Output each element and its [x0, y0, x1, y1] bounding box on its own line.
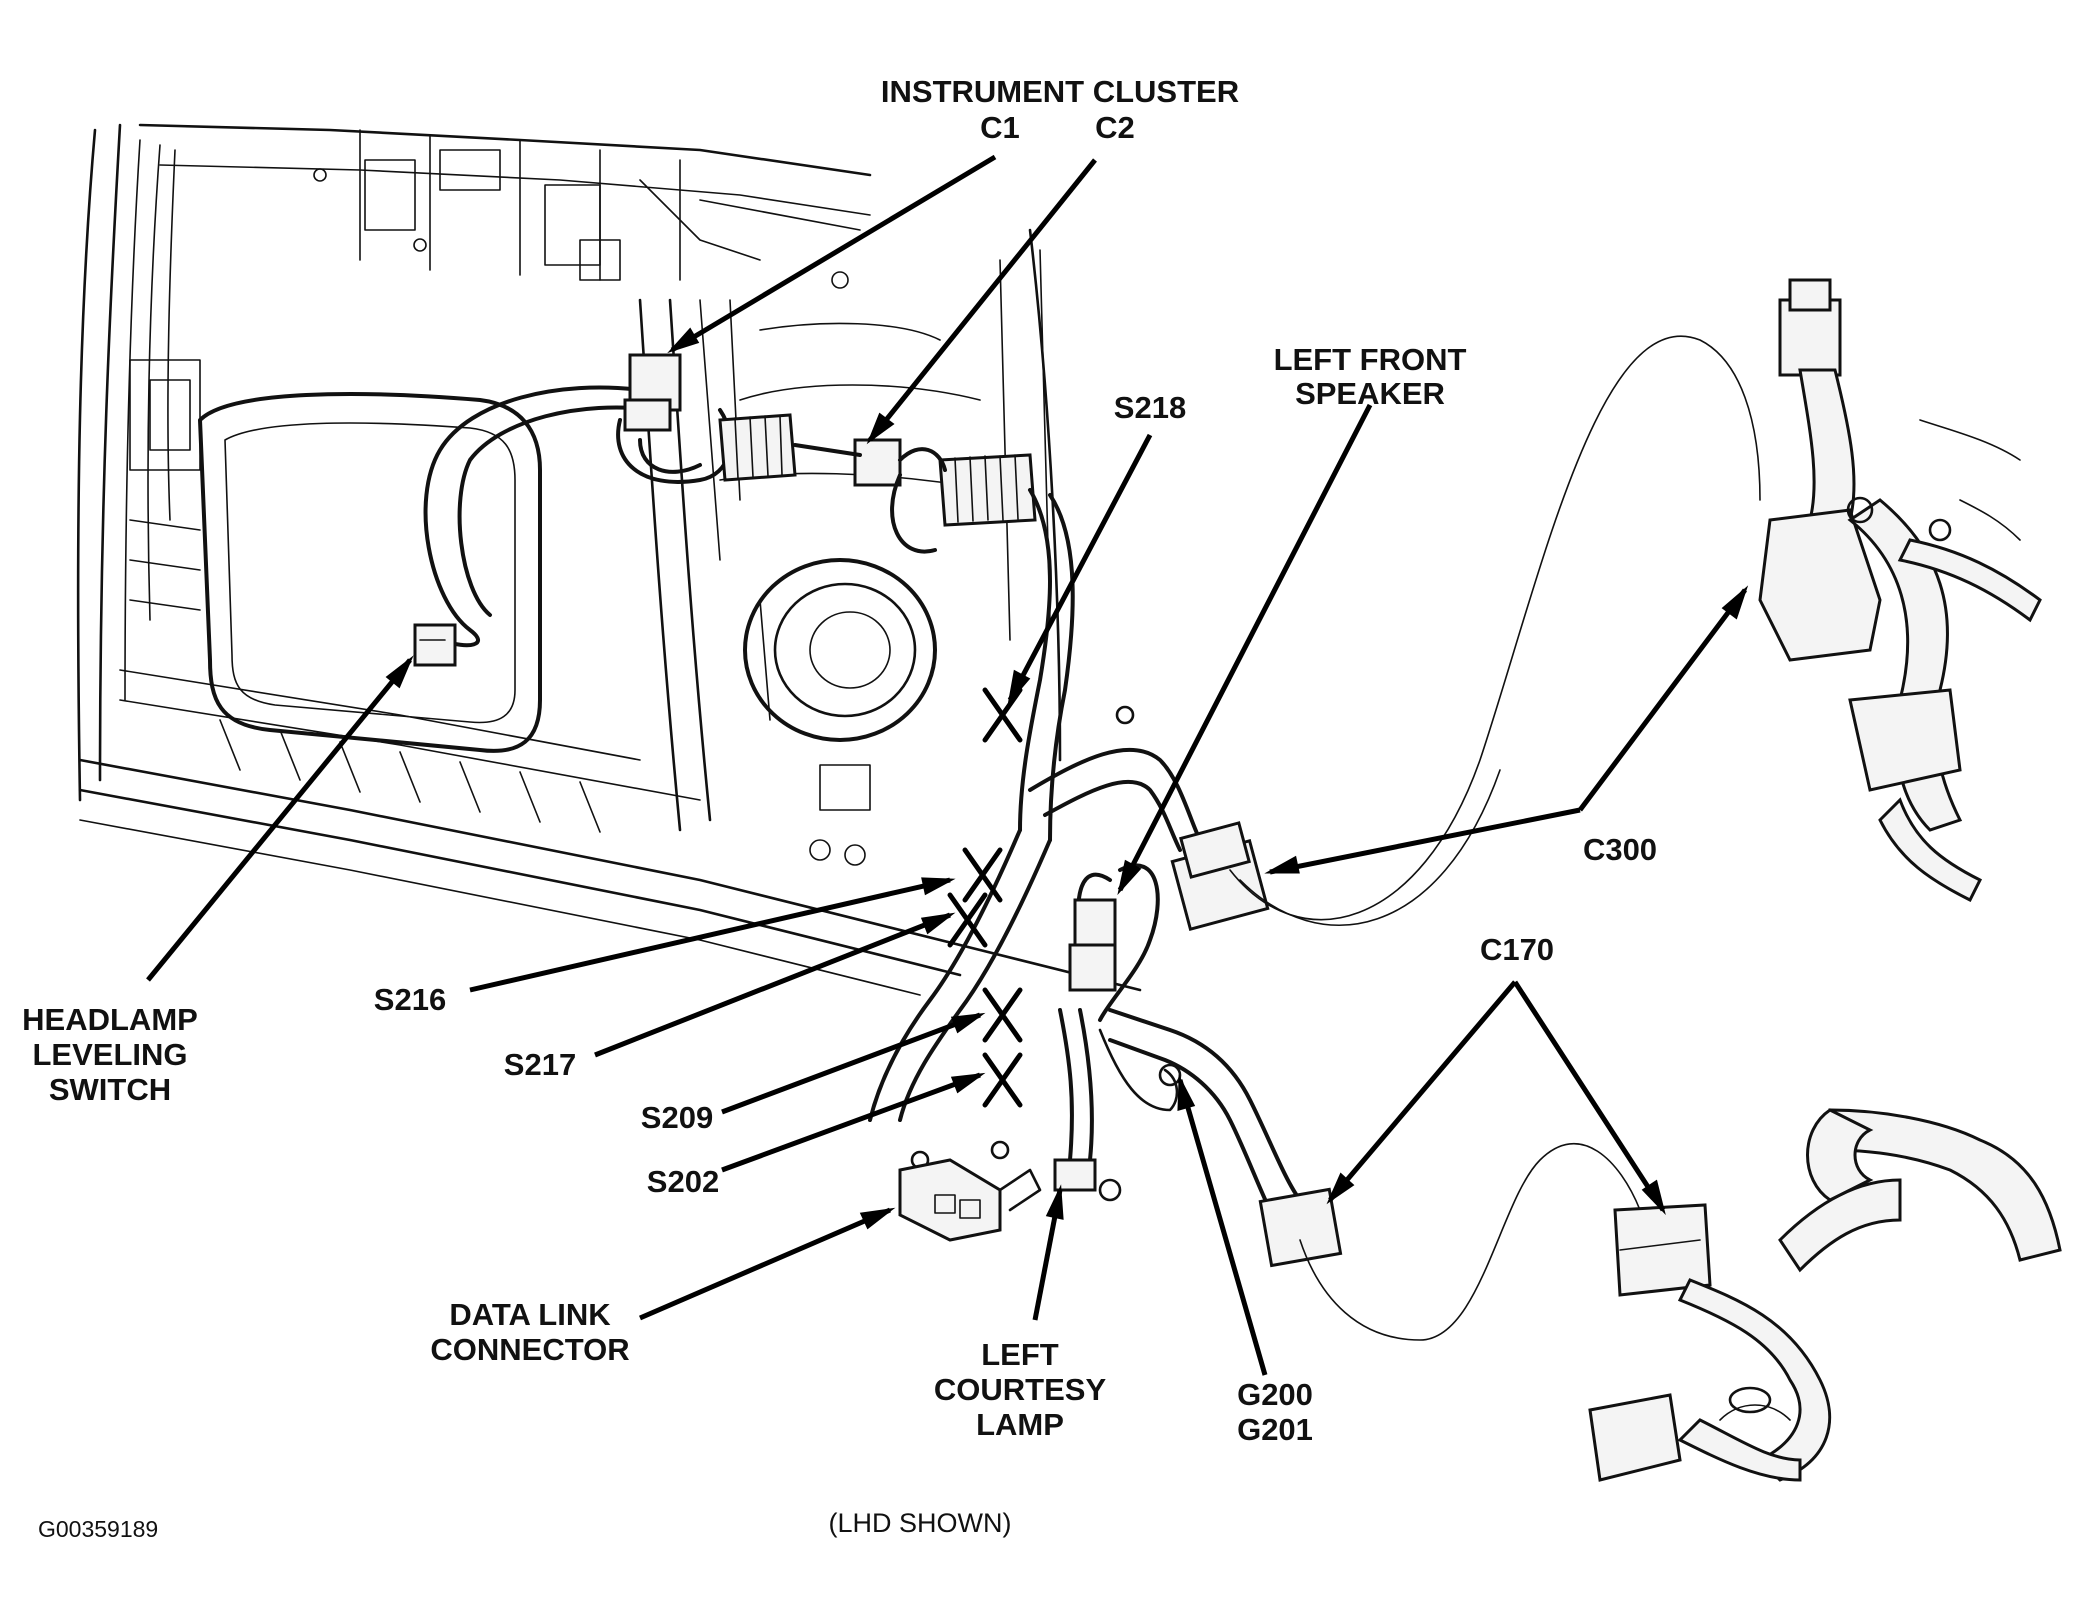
- speaker-drawing: [743, 558, 937, 866]
- label-s218: S218: [1114, 390, 1186, 425]
- c300-detail-drawing: [1229, 278, 2042, 926]
- label-instrument-cluster: INSTRUMENT CLUSTER: [881, 74, 1239, 109]
- label-left-front-speaker-1: LEFT FRONT: [1274, 342, 1467, 377]
- label-headlamp-1: HEADLAMP: [22, 1002, 198, 1037]
- label-data-link-1: DATA LINK: [449, 1297, 611, 1332]
- label-c2: C2: [1095, 110, 1135, 145]
- label-headlamp-2: LEVELING: [32, 1037, 187, 1072]
- label-headlamp-3: SWITCH: [49, 1072, 171, 1107]
- callout-labels: INSTRUMENT CLUSTER C1 C2 LEFT FRONT SPEA…: [22, 74, 1657, 1542]
- leader-arrows: [146, 154, 1749, 1376]
- label-left-front-speaker-2: SPEAKER: [1295, 376, 1445, 411]
- label-g200: G200: [1237, 1377, 1313, 1412]
- data-link-connector-drawing: [898, 1158, 1042, 1242]
- label-c1: C1: [980, 110, 1020, 145]
- label-c170: C170: [1480, 932, 1554, 967]
- label-courtesy-2: COURTESY: [934, 1372, 1107, 1407]
- label-c300: C300: [1583, 832, 1657, 867]
- label-s217: S217: [504, 1047, 576, 1082]
- label-s202: S202: [647, 1164, 719, 1199]
- caption: (LHD SHOWN): [829, 1508, 1012, 1538]
- label-courtesy-1: LEFT: [981, 1337, 1059, 1372]
- label-s209: S209: [641, 1100, 713, 1135]
- label-g201: G201: [1237, 1412, 1313, 1447]
- label-s216: S216: [374, 982, 446, 1017]
- wiring-harness: [413, 353, 1343, 1268]
- dashboard-structure: [76, 123, 1142, 1202]
- splice-marks: [947, 687, 1023, 1108]
- c170-detail-drawing: [1299, 1108, 2062, 1482]
- figure-id: G00359189: [38, 1516, 158, 1542]
- label-courtesy-3: LAMP: [976, 1407, 1064, 1442]
- label-data-link-2: CONNECTOR: [430, 1332, 629, 1367]
